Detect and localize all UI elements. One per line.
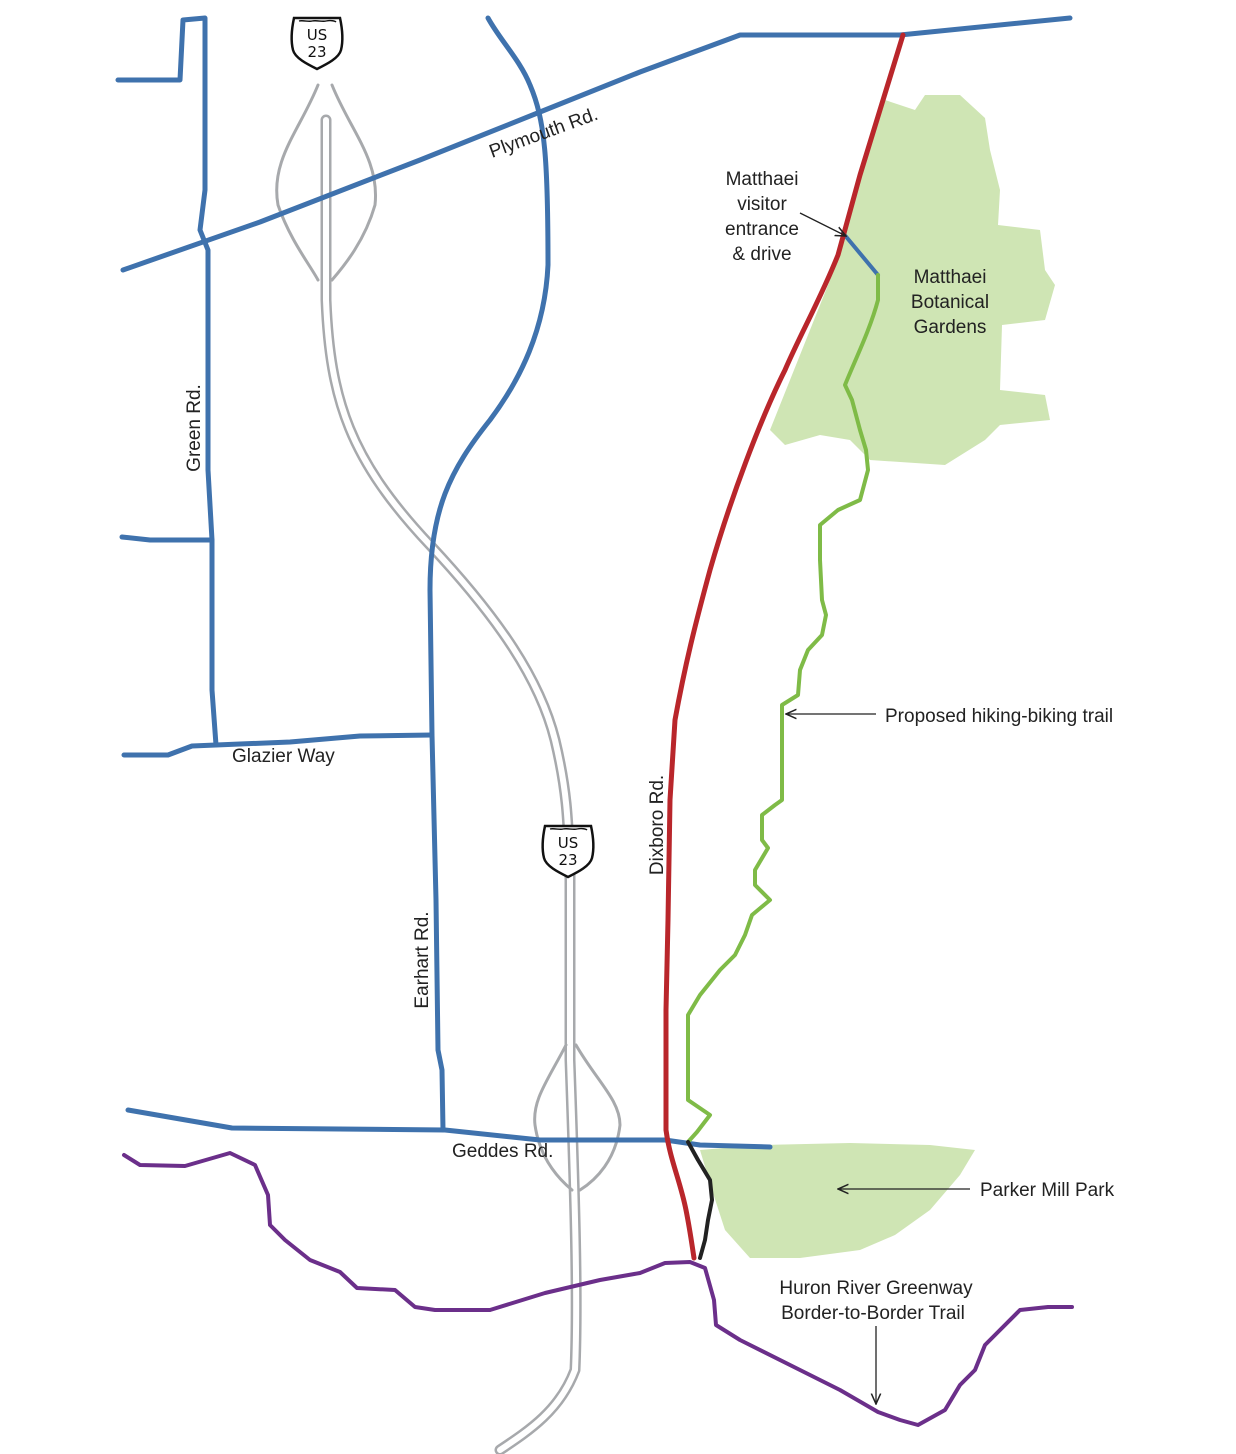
matthaei-gardens-area[interactable] (770, 95, 1055, 465)
shield-south-line1: US (558, 834, 579, 852)
huron-river-greenway[interactable] (122, 1151, 1074, 1427)
side-road-north (119, 534, 215, 543)
matthaei-entrance-drive[interactable] (841, 231, 880, 277)
svg-text:Huron River Greenway: Huron River Greenway (779, 1278, 973, 1299)
parker-mill-park-area[interactable] (700, 1143, 975, 1258)
shield-north-line1: US (307, 26, 328, 44)
local-roads (115, 15, 1073, 1150)
us-23-highway (275, 83, 622, 1454)
svg-text:Botanical: Botanical (911, 292, 989, 313)
trail-connector[interactable] (686, 1140, 714, 1260)
matthaei-gardens-label: Matthaei Botanical Gardens (911, 267, 989, 338)
plymouth-road[interactable] (120, 15, 1073, 273)
svg-text:entrance: entrance (725, 219, 799, 240)
svg-text:& drive: & drive (732, 244, 791, 265)
svg-text:Gardens: Gardens (914, 317, 987, 338)
dixboro-road-label: Dixboro Rd. (647, 775, 668, 875)
greenway-label: Huron River Greenway Border-to-Border Tr… (779, 1278, 973, 1324)
parker-mill-label: Parker Mill Park (980, 1180, 1115, 1201)
shield-north-line2: 23 (307, 43, 326, 61)
geddes-road[interactable] (125, 1107, 773, 1150)
svg-text:visitor: visitor (737, 194, 787, 215)
proposed-hiking-biking-trail[interactable] (686, 273, 880, 1144)
earhart-road-label: Earhart Rd. (412, 911, 433, 1008)
us-23-shield-south: US 23 (541, 824, 595, 879)
green-road-label: Green Rd. (184, 384, 205, 472)
svg-text:Matthaei: Matthaei (726, 169, 799, 190)
geddes-road-label: Geddes Rd. (452, 1141, 553, 1162)
svg-text:Border-to-Border Trail: Border-to-Border Trail (781, 1303, 965, 1324)
svg-text:Matthaei: Matthaei (914, 267, 987, 288)
proposed-trail-label: Proposed hiking-biking trail (885, 706, 1113, 727)
us-23-shield-north: US 23 (290, 16, 344, 71)
matthaei-entrance-arrow (799, 212, 846, 236)
earhart-road[interactable] (427, 15, 551, 1133)
green-road[interactable] (115, 15, 219, 748)
glazier-way-label: Glazier Way (232, 746, 335, 767)
shield-south-line2: 23 (558, 851, 577, 869)
glazier-way[interactable] (121, 732, 435, 758)
dixboro-road[interactable] (663, 32, 906, 1261)
matthaei-entrance-label: Matthaei visitor entrance & drive (725, 169, 799, 265)
